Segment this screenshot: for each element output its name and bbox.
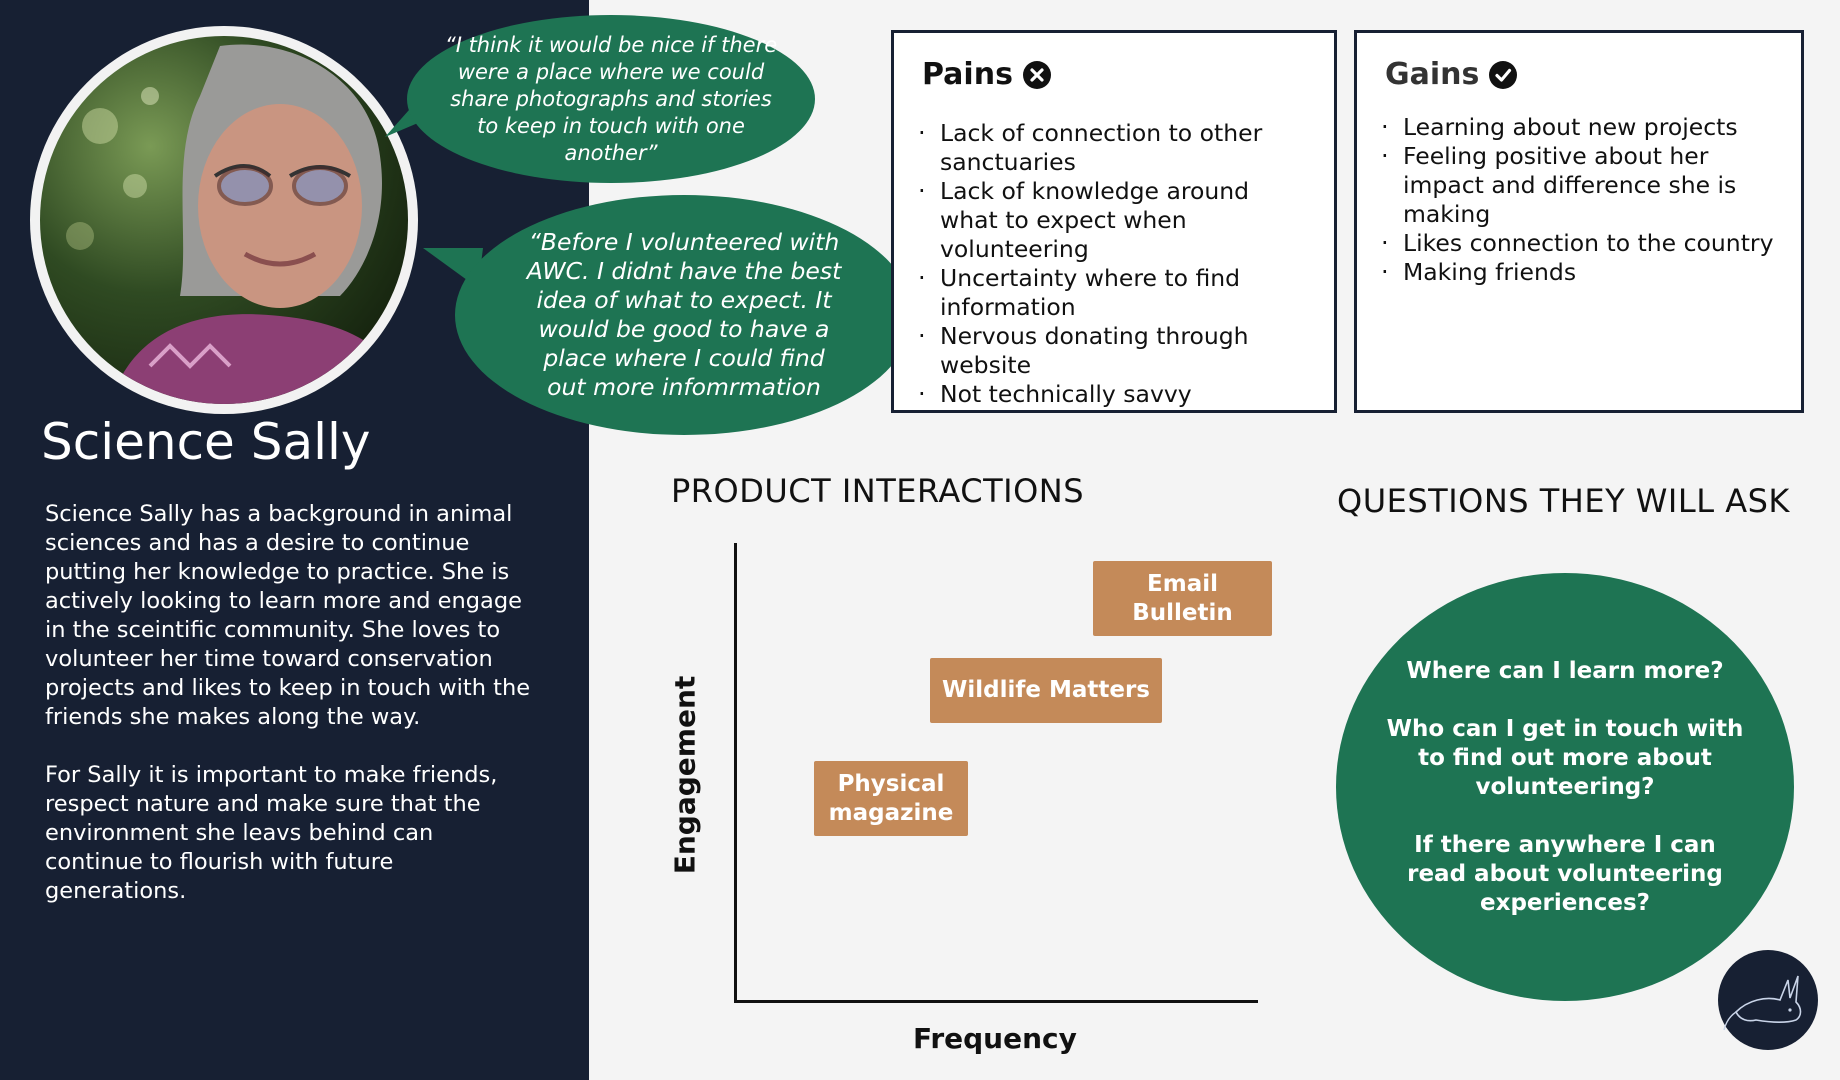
- persona-name: Science Sally: [41, 413, 371, 471]
- questions-title: QUESTIONS THEY WILL ASK: [1337, 482, 1790, 520]
- bilby-logo-icon: [1718, 950, 1818, 1050]
- list-item: Not technically savvy: [912, 380, 1312, 409]
- engagement-axis: [734, 543, 737, 1003]
- list-item: Lack of knowledge around what to expect …: [912, 177, 1312, 264]
- gains-heading: Gains: [1385, 57, 1518, 92]
- persona-photo: [30, 26, 418, 414]
- list-item: Nervous donating through website: [912, 322, 1312, 380]
- x-circle-icon: [1022, 60, 1051, 89]
- interaction-label: Wildlife Matters: [941, 677, 1150, 703]
- interaction-wildlife-matters: Wildlife Matters: [930, 658, 1162, 723]
- list-item: Uncertainty where to find information: [912, 264, 1312, 322]
- quote-bubble: “Before I volunteered with AWC. I didnt …: [455, 195, 913, 435]
- frequency-axis: [734, 1000, 1258, 1003]
- engagement-axis-label: Engagement: [668, 675, 702, 875]
- quote-text: “Before I volunteered with AWC. I didnt …: [526, 228, 842, 401]
- interaction-label: Physical magazine: [828, 770, 954, 826]
- persona-description-paragraph: Science Sally has a background in animal…: [45, 501, 531, 730]
- persona-description: Science Sally has a background in animal…: [45, 500, 535, 935]
- list-item: Making friends: [1375, 258, 1775, 287]
- pains-card: Pains Lack of connection to other sanctu…: [891, 30, 1337, 413]
- gains-card: Gains Learning about new projects Feelin…: [1354, 30, 1804, 413]
- interaction-physical-magazine: Physical magazine: [814, 761, 968, 836]
- check-circle-icon: [1489, 60, 1518, 89]
- list-item: Learning about new projects: [1375, 113, 1775, 142]
- quote-text: “I think it would be nice if there were …: [444, 32, 778, 165]
- interaction-label: Email Bulletin: [1132, 570, 1233, 626]
- question-item: Who can I get in touch with to find out …: [1386, 715, 1744, 800]
- pains-heading: Pains: [922, 57, 1051, 92]
- question-item: Where can I learn more?: [1406, 657, 1724, 684]
- persona-description-paragraph: For Sally it is important to make friend…: [45, 762, 498, 904]
- question-item: If there anywhere I can read about volun…: [1407, 831, 1723, 916]
- questions-circle: Where can I learn more? Who can I get in…: [1336, 573, 1794, 1001]
- list-item: Lack of connection to other sanctuaries: [912, 119, 1312, 177]
- quote-bubble: “I think it would be nice if there were …: [407, 15, 815, 183]
- gains-title: Gains: [1385, 57, 1480, 92]
- product-interactions-title: PRODUCT INTERACTIONS: [671, 472, 1085, 510]
- pains-list: Lack of connection to other sanctuaries …: [912, 119, 1312, 409]
- frequency-axis-label: Frequency: [913, 1022, 1077, 1055]
- interaction-email-bulletin: Email Bulletin: [1093, 561, 1272, 636]
- pains-title: Pains: [922, 57, 1013, 92]
- list-item: Likes connection to the country: [1375, 229, 1775, 258]
- gains-list: Learning about new projects Feeling posi…: [1375, 113, 1775, 287]
- list-item: Feeling positive about her impact and di…: [1375, 142, 1775, 229]
